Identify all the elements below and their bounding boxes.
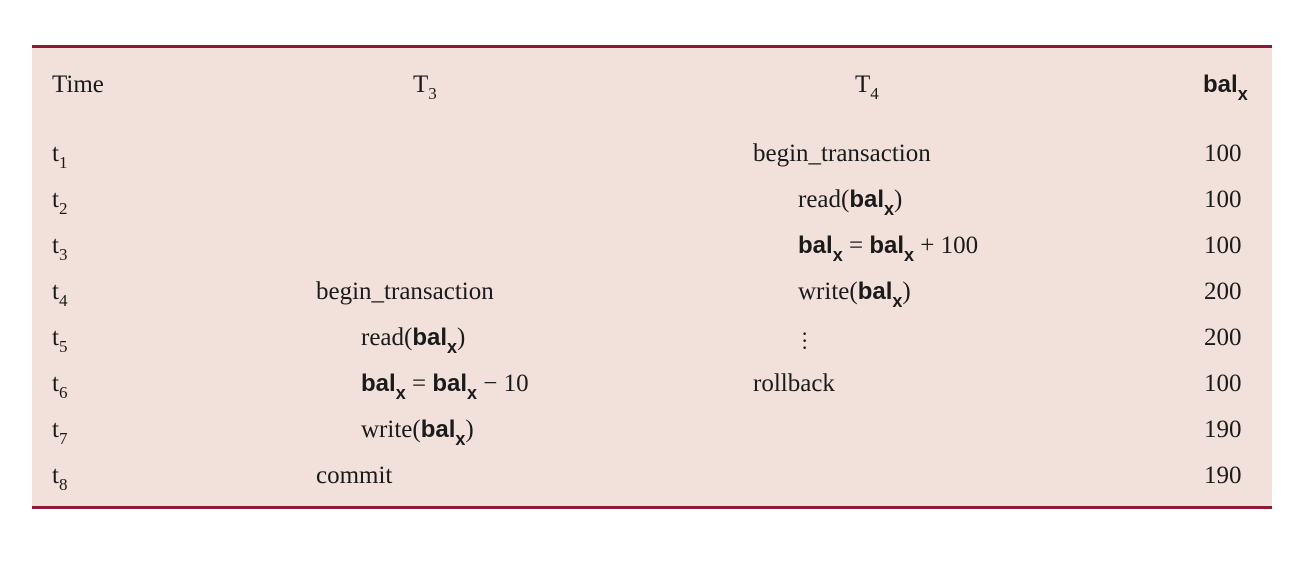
time-sub: 8	[58, 475, 68, 494]
time-base: t	[52, 186, 59, 213]
var-base: bal	[432, 370, 467, 397]
t4-balx-plus-100: balx = balx + 100	[798, 231, 979, 264]
var-balx: balx	[361, 370, 406, 402]
var-balx: balx	[798, 232, 843, 264]
op-text: − 10	[477, 370, 529, 397]
header-time-label: Time	[52, 71, 104, 98]
time-cell: t2	[52, 185, 68, 218]
time-base: t	[52, 416, 59, 443]
t3-balx-minus-10: balx = balx − 10	[361, 369, 529, 402]
t4-begin-transaction: begin_transaction	[753, 139, 931, 169]
time-cell: t3	[52, 231, 68, 264]
t4-read-balx: read(balx)	[798, 185, 903, 218]
var-base: bal	[420, 416, 456, 443]
time-base: t	[52, 278, 59, 305]
vertical-ellipsis-icon: ···	[801, 321, 809, 360]
t3-begin-transaction: begin_transaction	[316, 277, 494, 307]
op-text: )	[457, 324, 466, 351]
balx-value: 100	[1204, 140, 1242, 167]
header-t3-base: T	[413, 71, 429, 98]
header-balx: balx	[1203, 70, 1248, 103]
time-sub: 1	[58, 153, 68, 172]
header-balx-base: bal	[1203, 71, 1238, 98]
var-base: bal	[412, 324, 448, 351]
var-sub: x	[892, 291, 903, 311]
time-sub: 4	[58, 291, 68, 310]
var-sub: x	[904, 245, 915, 265]
time-base: t	[52, 462, 59, 489]
var-base: bal	[361, 370, 396, 397]
header-t4-base: T	[855, 71, 871, 98]
op-text: )	[465, 416, 474, 443]
op-text: read(	[798, 186, 850, 213]
balx-value: 200	[1204, 324, 1242, 351]
var-balx: balx	[849, 186, 894, 218]
t3-write-balx: write(balx)	[361, 415, 474, 448]
time-base: t	[52, 140, 59, 167]
time-cell: t8	[52, 461, 68, 494]
op-text: =	[405, 370, 433, 397]
var-base: bal	[798, 232, 833, 259]
balx-value: 190	[1204, 462, 1242, 489]
t4-write-balx: write(balx)	[798, 277, 911, 310]
op-text: write(	[798, 278, 858, 305]
time-cell: t4	[52, 277, 68, 310]
var-balx: balx	[869, 232, 914, 264]
op-text: begin_transaction	[753, 140, 931, 167]
var-base: bal	[857, 278, 893, 305]
time-base: t	[52, 232, 59, 259]
var-balx: balx	[857, 278, 903, 310]
var-sub: x	[884, 199, 895, 219]
balx-value: 100	[1204, 370, 1242, 397]
time-base: t	[52, 324, 59, 351]
var-sub: x	[467, 383, 478, 403]
lost-update-schedule-table: Time T3 T4 balx t1 t2 t3 t4 t5 t6 t7 t8 …	[32, 45, 1272, 509]
op-text: write(	[361, 416, 421, 443]
time-sub: 6	[58, 383, 68, 402]
op-text: read(	[361, 324, 413, 351]
time-sub: 3	[58, 245, 68, 264]
header-t4-sub: 4	[870, 84, 879, 103]
time-sub: 2	[58, 199, 68, 218]
header-balx-sub: x	[1237, 84, 1248, 104]
balx-value: 200	[1204, 278, 1242, 305]
balx-value: 100	[1204, 232, 1242, 259]
header-t3-sub: 3	[428, 84, 437, 103]
balx-value: 100	[1204, 186, 1242, 213]
var-balx: balx	[412, 324, 457, 356]
op-text: + 100	[914, 232, 979, 259]
var-sub: x	[447, 337, 458, 357]
var-sub: x	[832, 245, 843, 265]
time-cell: t1	[52, 139, 68, 172]
op-text: rollback	[753, 370, 835, 397]
var-sub: x	[455, 429, 466, 449]
var-balx: balx	[432, 370, 477, 402]
header-time: Time	[52, 70, 104, 100]
balx-value: 190	[1204, 416, 1242, 443]
time-sub: 5	[58, 337, 68, 356]
var-base: bal	[849, 186, 885, 213]
op-text: )	[902, 278, 911, 305]
time-cell: t6	[52, 369, 68, 402]
t4-rollback: rollback	[753, 369, 835, 399]
t3-read-balx: read(balx)	[361, 323, 466, 356]
var-sub: x	[395, 383, 406, 403]
var-base: bal	[869, 232, 904, 259]
t3-commit: commit	[316, 461, 392, 491]
var-balx: balx	[420, 416, 466, 448]
time-base: t	[52, 370, 59, 397]
time-cell: t7	[52, 415, 68, 448]
time-sub: 7	[58, 429, 68, 448]
op-text: )	[894, 186, 903, 213]
op-text: begin_transaction	[316, 278, 494, 305]
header-t3: T3	[413, 70, 437, 103]
op-text: =	[842, 232, 870, 259]
time-cell: t5	[52, 323, 68, 356]
t4-ellipsis: ···	[801, 321, 809, 363]
header-t4: T4	[855, 70, 879, 103]
op-text: commit	[316, 462, 393, 489]
